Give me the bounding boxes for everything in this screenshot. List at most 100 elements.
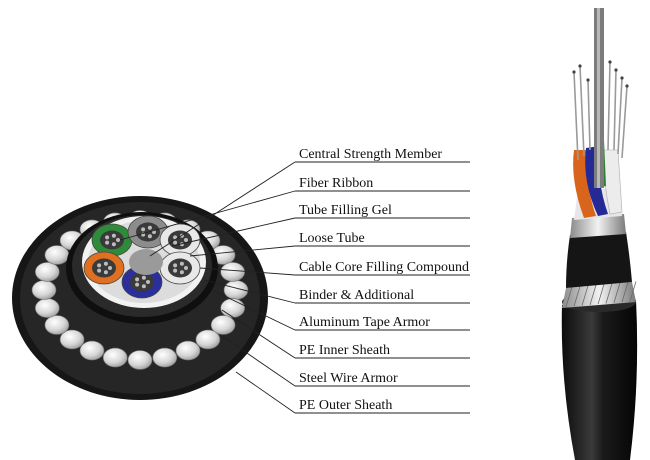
label-text: Cable Core Filling Compound bbox=[299, 260, 469, 275]
leader-line bbox=[221, 309, 296, 359]
optical-fiber bbox=[573, 71, 579, 161]
cable-cross-section bbox=[12, 196, 268, 400]
steel-wire bbox=[127, 350, 153, 370]
optical-fiber bbox=[613, 69, 617, 151]
fiber bbox=[173, 235, 178, 240]
side-armor-strands bbox=[565, 281, 637, 308]
fiber bbox=[103, 270, 108, 275]
side-csm-highlight bbox=[597, 8, 600, 188]
tube-fiber-bundle bbox=[92, 258, 116, 278]
tube-fiber-bundle bbox=[130, 272, 154, 292]
steel-wire bbox=[152, 347, 178, 368]
armor-strand bbox=[613, 282, 621, 303]
label-text: Central Strength Member bbox=[299, 147, 442, 162]
tube-fiber-bundle bbox=[168, 258, 192, 278]
side-steel-wire-armor bbox=[562, 282, 636, 308]
fiber bbox=[184, 266, 188, 270]
armor-strand bbox=[629, 281, 637, 302]
label-text: Fiber Ribbon bbox=[299, 176, 373, 191]
armor-strand bbox=[621, 281, 629, 303]
label-text: Tube Filling Gel bbox=[299, 203, 392, 218]
steel-wire bbox=[34, 298, 60, 318]
leader-line bbox=[235, 371, 296, 414]
leader-line bbox=[119, 190, 296, 241]
leader-line bbox=[221, 335, 296, 387]
steel-wire bbox=[102, 347, 128, 368]
label-text: PE Outer Sheath bbox=[299, 398, 392, 413]
fiber-tip bbox=[620, 76, 624, 80]
steel-wire bbox=[220, 262, 245, 282]
fiber bbox=[179, 270, 184, 275]
steel-wire bbox=[59, 329, 85, 350]
fiber bbox=[135, 282, 140, 287]
fiber-tip bbox=[614, 68, 618, 72]
fiber bbox=[111, 242, 116, 247]
leader-line bbox=[171, 217, 296, 247]
leader-line bbox=[149, 161, 296, 257]
side-fibers bbox=[572, 60, 629, 161]
cable-side-view bbox=[561, 8, 638, 460]
fiber-tip bbox=[572, 70, 576, 74]
fiber bbox=[97, 263, 102, 268]
fiber-tip bbox=[578, 64, 582, 68]
fiber bbox=[173, 268, 178, 273]
fiber bbox=[141, 284, 146, 289]
side-outer-sheath bbox=[561, 296, 638, 460]
fiber bbox=[108, 266, 112, 270]
steel-wire bbox=[220, 298, 245, 318]
fiber bbox=[173, 263, 178, 268]
label-text: Binder & Additional bbox=[299, 288, 414, 303]
fiber bbox=[141, 227, 146, 232]
steel-wire-armor bbox=[31, 210, 249, 370]
loose-tubes bbox=[83, 215, 201, 299]
optical-fiber bbox=[617, 77, 623, 155]
fiber bbox=[111, 233, 116, 238]
armor-strand bbox=[565, 286, 573, 308]
fiber bbox=[141, 275, 146, 280]
label-text: Aluminum Tape Armor bbox=[299, 315, 430, 330]
central-strength-member bbox=[129, 249, 163, 275]
fiber bbox=[105, 235, 110, 240]
side-aluminum-tape bbox=[570, 214, 626, 238]
steel-wire bbox=[79, 340, 105, 361]
steel-wire bbox=[31, 280, 57, 300]
leader-line bbox=[211, 289, 296, 331]
fiber bbox=[116, 238, 120, 242]
leader-line bbox=[203, 279, 296, 304]
fiber bbox=[135, 277, 140, 282]
armor-strand bbox=[581, 285, 589, 306]
steel-wire bbox=[210, 315, 236, 335]
optical-fiber bbox=[579, 65, 585, 157]
fiber-tip bbox=[608, 60, 612, 64]
armor-strand bbox=[605, 283, 613, 304]
fiber bbox=[179, 261, 184, 266]
fiber-tip bbox=[625, 84, 629, 88]
steel-wire bbox=[175, 340, 201, 361]
fiber bbox=[147, 225, 152, 230]
armor-strand bbox=[573, 286, 581, 307]
fiber bbox=[147, 234, 152, 239]
fiber bbox=[97, 268, 102, 273]
optical-fiber bbox=[587, 79, 591, 151]
fiber bbox=[105, 240, 110, 245]
fiber bbox=[146, 280, 150, 284]
optical-fiber bbox=[621, 85, 628, 159]
armor-strand bbox=[597, 284, 605, 305]
side-tube-orange bbox=[573, 150, 596, 218]
leader-line bbox=[189, 245, 296, 257]
optical-fiber bbox=[607, 61, 611, 151]
label-text: Loose Tube bbox=[299, 231, 365, 246]
fiber bbox=[184, 238, 188, 242]
side-inner-sheath bbox=[566, 229, 632, 288]
tube-fiber-bundle bbox=[168, 230, 192, 250]
steel-wire bbox=[195, 329, 221, 350]
leader-line bbox=[199, 267, 296, 276]
armor-strand bbox=[589, 284, 597, 306]
steel-wire bbox=[34, 262, 60, 282]
fiber-tip bbox=[586, 78, 590, 82]
label-text: PE Inner Sheath bbox=[299, 343, 390, 358]
leader-lines bbox=[119, 161, 470, 414]
steel-wire bbox=[44, 315, 70, 335]
